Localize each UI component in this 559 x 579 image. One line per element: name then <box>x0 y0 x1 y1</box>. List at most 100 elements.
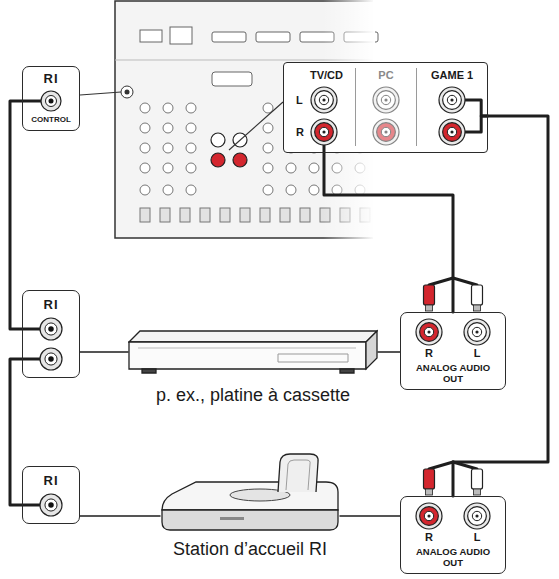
jack-group: TV/CDLR <box>284 68 355 146</box>
dock-front <box>162 510 338 530</box>
rca-jack <box>211 153 225 167</box>
jack-body <box>40 494 62 516</box>
dock-cradle <box>278 454 318 492</box>
dock-station <box>160 450 340 534</box>
jack-holder <box>372 86 400 114</box>
jack-holder <box>40 90 62 112</box>
cable-branch <box>429 278 453 285</box>
ethernet-port <box>170 27 192 44</box>
jack-column: R <box>415 502 443 544</box>
deck-side <box>366 331 377 369</box>
jack-ring <box>468 507 487 526</box>
speaker-terminal <box>300 208 310 222</box>
jack-ring <box>420 323 439 342</box>
cable <box>340 515 400 517</box>
jack-pin <box>451 130 454 133</box>
panel-jack <box>163 103 173 113</box>
control-label: CONTROL <box>31 115 71 125</box>
deck-foot <box>340 369 354 373</box>
panel-jack <box>186 185 196 195</box>
rca-jack <box>463 318 491 346</box>
ri-jack-panel: RI <box>22 466 80 524</box>
rca-jack <box>438 86 466 114</box>
speaker-terminal <box>140 208 150 222</box>
mini-jack <box>40 90 62 112</box>
panel-jack <box>186 123 196 133</box>
jack-center <box>424 511 433 520</box>
leader-line <box>229 102 283 150</box>
jack-row: RL <box>405 318 501 360</box>
panel-jack <box>186 143 196 153</box>
input-name: GAME 1 <box>431 68 473 82</box>
panel-jack <box>140 123 150 133</box>
ri-logo: RI <box>44 473 59 488</box>
rca-jack <box>415 502 443 530</box>
jack-body <box>416 503 442 529</box>
jack-ring <box>45 353 57 365</box>
panel-jack <box>163 185 173 195</box>
rca-jack <box>310 118 338 146</box>
rca-jack <box>310 86 338 114</box>
jack-ring <box>468 323 487 342</box>
hdmi-port <box>256 32 290 42</box>
jack-center <box>424 327 433 336</box>
jack-ring <box>443 91 462 110</box>
ri-jack-panel: RI <box>22 290 80 378</box>
plug-tip <box>474 489 481 495</box>
jack-column: L <box>463 318 491 360</box>
plug-tip <box>474 305 481 311</box>
rca-jack <box>233 153 247 167</box>
jack-pin <box>322 98 325 101</box>
mini-jack <box>39 493 63 517</box>
jack-pin <box>451 98 454 101</box>
cable <box>10 101 22 329</box>
jack-body <box>311 87 337 113</box>
deck-foot <box>142 369 156 373</box>
deck-line <box>138 348 356 349</box>
leader-line <box>80 92 121 95</box>
speaker-terminal <box>240 208 250 222</box>
jack-ring <box>420 507 439 526</box>
cable-branch <box>453 278 477 285</box>
panel-jack <box>140 103 150 113</box>
rca-jack <box>438 118 466 146</box>
ri-jack <box>121 86 133 98</box>
ri-logo: RI <box>44 71 59 86</box>
panel-jack <box>140 163 150 173</box>
speaker-terminal <box>260 208 270 222</box>
jack-holder <box>39 493 63 517</box>
jack-body <box>416 319 442 345</box>
dock-mark <box>220 517 244 520</box>
input-name: TV/CD <box>296 68 343 82</box>
jack-ring <box>315 123 334 142</box>
panel-jack <box>163 143 173 153</box>
jack-ring <box>377 123 396 142</box>
jack-hole <box>48 502 54 508</box>
channel-letter: L <box>474 347 481 360</box>
device-caption: Station d’accueil RI <box>173 538 327 560</box>
speaker-terminal <box>180 208 190 222</box>
panel-jack <box>263 163 273 173</box>
jack-ring <box>45 323 57 335</box>
jack-hole <box>48 356 54 362</box>
jack-pin <box>427 330 430 333</box>
cable <box>80 515 160 517</box>
speaker-terminal <box>280 208 290 222</box>
jack-body <box>464 319 490 345</box>
jack-row: L <box>296 86 343 114</box>
jack-pin <box>475 330 478 333</box>
jack-pin <box>384 130 387 133</box>
panel-jack <box>286 163 296 173</box>
panel-jack <box>263 143 273 153</box>
panel-jack <box>309 163 319 173</box>
cassette-deck-unit: p. ex., platine à cassette <box>128 328 378 406</box>
channel-letter: L <box>296 94 310 107</box>
deck-front <box>129 342 366 369</box>
ri-logo: RI <box>44 297 59 312</box>
jack-body <box>41 91 61 111</box>
panel-jack <box>309 185 319 195</box>
jack-group: PC <box>355 68 416 146</box>
output-label: ANALOG AUDIO OUT <box>405 362 501 384</box>
jack-pin <box>322 130 325 133</box>
